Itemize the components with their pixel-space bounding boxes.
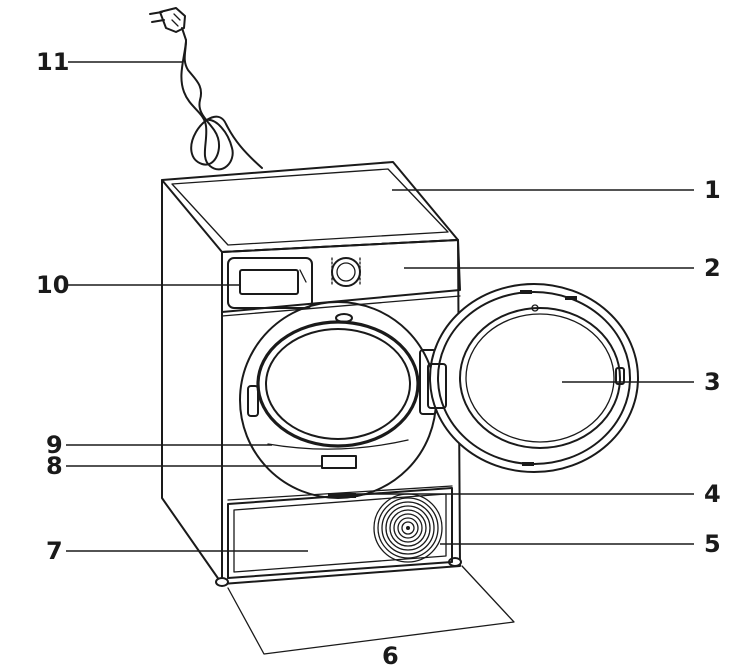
callout-labels: 1 2 3 4 5 6 7 8 9 10 11 [36, 48, 721, 670]
program-knob [331, 257, 361, 287]
callout-5: 5 [704, 530, 721, 558]
filter-slot [267, 439, 409, 469]
plug-icon [149, 7, 187, 41]
power-cord [149, 7, 263, 171]
callout-11: 11 [36, 48, 69, 76]
callout-9: 9 [46, 431, 63, 459]
callout-4: 4 [704, 480, 721, 508]
floor-footprint [227, 565, 515, 655]
callout-8: 8 [46, 452, 63, 480]
callout-3: 3 [704, 368, 721, 396]
open-door [427, 283, 639, 473]
callout-7: 7 [46, 537, 63, 565]
callout-1: 1 [704, 176, 721, 204]
callout-10: 10 [36, 271, 69, 299]
callout-2: 2 [704, 254, 721, 282]
leader-lines [66, 61, 694, 552]
callout-6: 6 [382, 642, 399, 670]
display-panel [227, 257, 313, 309]
